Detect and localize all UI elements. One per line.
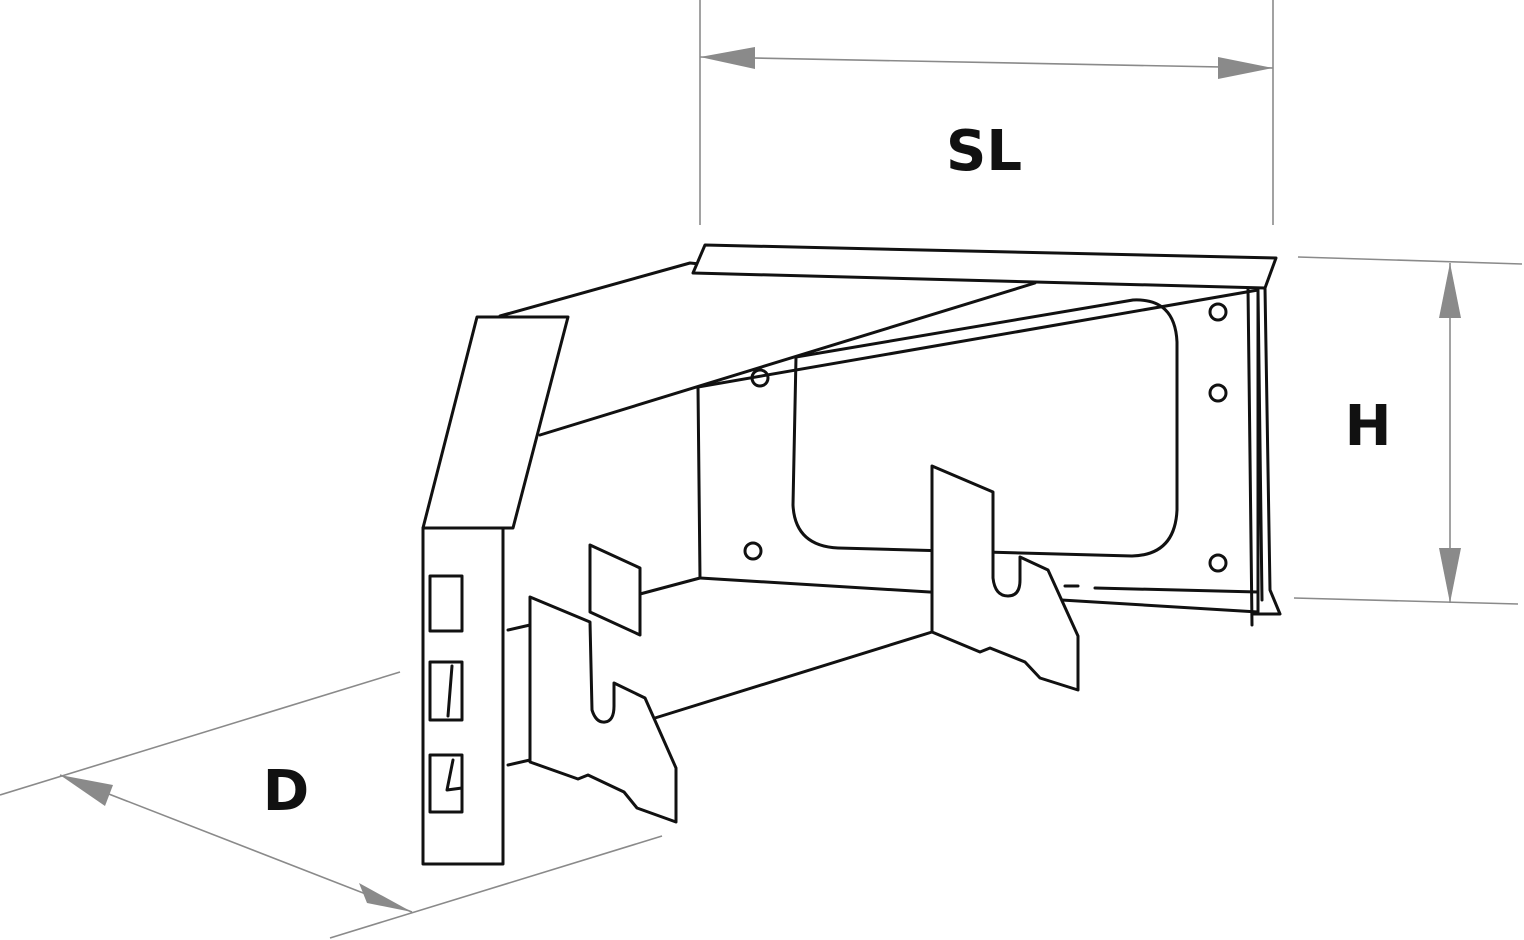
mount-hole <box>1208 302 1228 322</box>
d-arrow-upper <box>60 775 113 806</box>
back-plate <box>696 288 1260 614</box>
mount-hole <box>1208 383 1228 403</box>
column-slot <box>428 660 464 722</box>
dimension-sl: SL <box>699 0 1274 225</box>
sl-arrow-right <box>1218 57 1273 79</box>
mount-hole <box>743 541 763 561</box>
right-hanger-clip <box>930 464 1080 692</box>
top-flange <box>691 243 1278 290</box>
left-hanger-clip <box>528 595 678 824</box>
cutout-window <box>791 298 1179 558</box>
dimension-h: H <box>1293 256 1523 605</box>
bracket-body <box>421 243 1282 866</box>
h-arrow-top <box>1439 263 1461 318</box>
left-column-top <box>421 315 570 530</box>
mount-hole <box>1208 553 1228 573</box>
sl-label: SL <box>946 119 1022 184</box>
d-label: D <box>263 759 309 824</box>
h-label: H <box>1345 394 1392 459</box>
dimension-d: D <box>0 671 663 939</box>
column-slot <box>428 753 464 814</box>
column-slot <box>428 574 464 633</box>
mount-hole <box>750 368 770 388</box>
d-arrow-lower <box>359 883 412 912</box>
small-tab <box>588 543 642 637</box>
h-arrow-bottom <box>1439 548 1461 603</box>
sl-arrow-left <box>700 47 755 69</box>
